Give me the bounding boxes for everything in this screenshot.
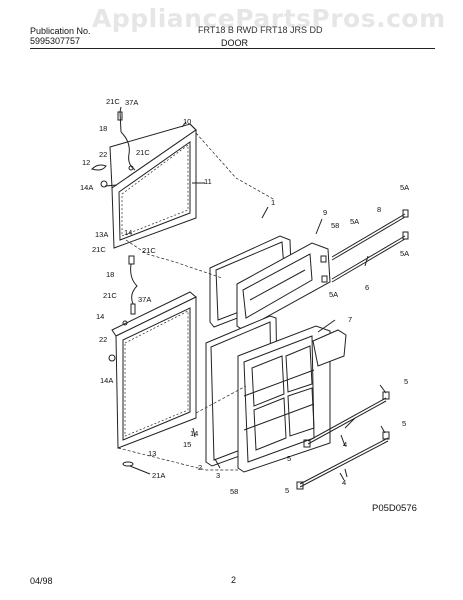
- callout-label: 5A: [329, 290, 338, 299]
- footer-date: 04/98: [30, 576, 53, 586]
- model-number: FRT18 B RWD FRT18 JRS DD: [198, 25, 323, 35]
- callout-label: 13A: [95, 230, 108, 239]
- callout-label: 21C: [92, 245, 106, 254]
- callout-label: 5A: [400, 183, 409, 192]
- callout-label: 18: [99, 124, 107, 133]
- callout-label: 10: [183, 117, 191, 126]
- callout-label: 37A: [138, 295, 151, 304]
- fresh-food-door-panel: [111, 291, 197, 449]
- callout-label: 12: [82, 158, 90, 167]
- callout-label: 5: [402, 419, 406, 428]
- callout-label: 5A: [400, 249, 409, 258]
- page-number: 2: [231, 575, 237, 585]
- diagram-code: P05D0576: [372, 503, 417, 514]
- header-rule: [30, 48, 435, 49]
- callout-label: 5A: [350, 217, 359, 226]
- callout-label: 21C: [142, 246, 156, 255]
- callout-label: 21C: [136, 148, 150, 157]
- callout-label: 37A: [125, 98, 138, 107]
- callout-label: 7: [348, 315, 352, 324]
- publication-label: Publication No.: [30, 26, 91, 36]
- callout-label: 58: [331, 221, 339, 230]
- callout-label: 4: [343, 440, 347, 449]
- fresh-food-door-liner: [237, 325, 331, 473]
- publication-number: 5995307757: [30, 36, 81, 46]
- callout-label: 21C: [103, 291, 117, 300]
- freezer-door-panel: [109, 123, 197, 249]
- callout-label: 21C: [106, 97, 120, 106]
- watermark: AppliancePartsPros.com: [92, 4, 446, 33]
- callout-label: 9: [323, 208, 327, 217]
- callout-label: 18: [106, 270, 114, 279]
- callout-labels: 21C 37A 18 10 22 12 21C 14A 11 1 9 58 5A…: [80, 97, 409, 496]
- freezer-door-shelf: [236, 242, 331, 331]
- callout-label: 5: [287, 454, 291, 463]
- callout-label: 6: [365, 283, 369, 292]
- callout-label: 22: [99, 150, 107, 159]
- callout-label: 4: [342, 478, 346, 487]
- callout-label: 15: [183, 440, 191, 449]
- fresh-food-hinge: [108, 255, 151, 475]
- callout-label: 11: [204, 177, 212, 186]
- callout-label: 22: [99, 335, 107, 344]
- callout-label: 5: [285, 486, 289, 495]
- callout-label: 5: [404, 377, 408, 386]
- callout-label: 13: [148, 449, 156, 458]
- callout-label: 21A: [152, 471, 165, 480]
- callout-label: 14A: [80, 183, 93, 192]
- callout-label: 14: [96, 312, 104, 321]
- section-title: DOOR: [221, 38, 248, 48]
- callout-label: 14A: [100, 376, 113, 385]
- callout-label: 14: [190, 429, 198, 438]
- freezer-hinge: [91, 111, 136, 188]
- callout-label: 58: [230, 487, 238, 496]
- callout-label: 1: [271, 198, 275, 207]
- callout-label: 8: [377, 205, 381, 214]
- callout-label: 2: [198, 463, 202, 472]
- callout-label: 14: [124, 228, 132, 237]
- callout-label: 3: [216, 471, 220, 480]
